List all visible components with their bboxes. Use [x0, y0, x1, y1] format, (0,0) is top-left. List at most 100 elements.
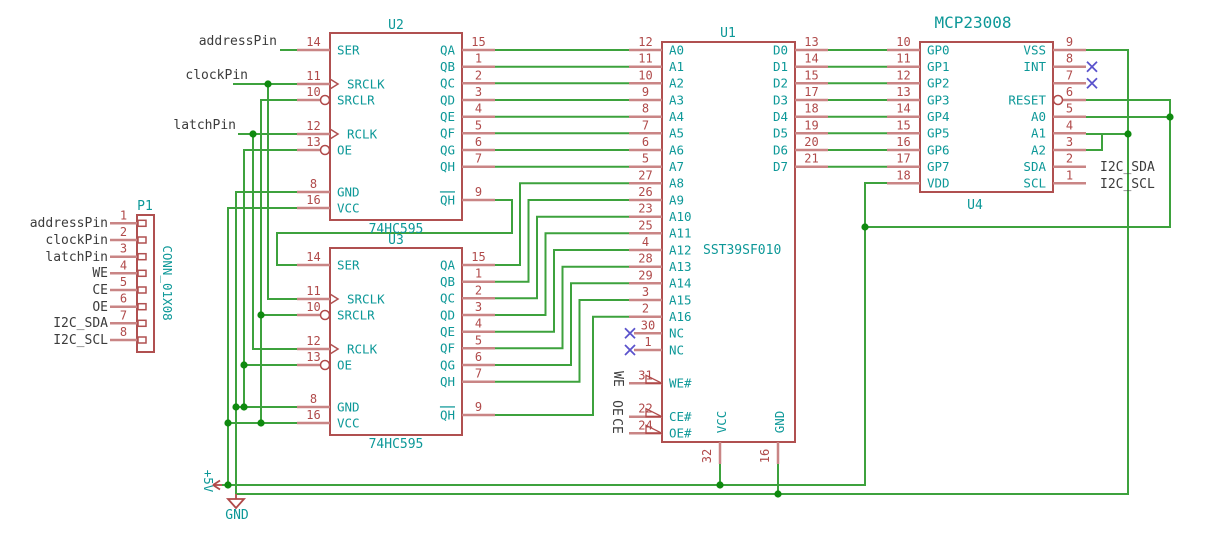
pin-QC: 2QC	[440, 68, 495, 91]
pin-name: A2	[1031, 142, 1046, 157]
pin-number: 13	[306, 135, 320, 149]
component-U1[interactable]: U1SST39SF01012A011A110A29A38A47A56A65A72…	[629, 26, 828, 464]
wire[interactable]	[495, 282, 629, 366]
net-label-I2C_SCL[interactable]: I2C_SCL	[53, 333, 108, 348]
wire[interactable]	[1086, 133, 1103, 151]
input-low-mark	[645, 424, 663, 434]
net-label-I2C_SDA[interactable]: I2C_SDA	[1100, 160, 1155, 175]
wire[interactable]	[227, 207, 297, 485]
net-label-latchPin[interactable]: latchPin	[45, 250, 108, 265]
pin-name: A1	[669, 59, 684, 74]
wire[interactable]	[267, 84, 297, 300]
pin-name: QE	[440, 109, 455, 124]
pin-number: 27	[638, 168, 652, 182]
junctions-layer	[224, 80, 1174, 498]
net-label-WE[interactable]: WE	[92, 266, 108, 281]
pin-number: 10	[306, 85, 320, 99]
pin-A1: 4A1	[1031, 118, 1086, 141]
wire[interactable]	[252, 134, 297, 350]
pin-QC: 2QC	[440, 283, 495, 306]
no-connect-x	[1086, 77, 1098, 89]
wire[interactable]	[235, 191, 297, 494]
pin-name: A4	[669, 109, 684, 124]
net-label-clockPin[interactable]: clockPin	[45, 233, 108, 248]
wire[interactable]	[495, 215, 629, 300]
gnd-label: GND	[225, 508, 249, 523]
pin-QB: 1QB	[440, 52, 495, 74]
no-connect-x	[1086, 61, 1098, 73]
pin-number: 28	[638, 252, 652, 266]
pin-A7: 5A7	[629, 152, 684, 174]
pin-number: 11	[306, 284, 320, 298]
wire[interactable]	[495, 265, 629, 350]
pin-name: VCC	[337, 415, 360, 430]
connector-pad-tick	[137, 219, 147, 228]
input-low-mark	[645, 407, 663, 418]
wire[interactable]	[495, 299, 629, 383]
net-label-clockPin[interactable]: clockPin	[185, 68, 248, 83]
pin-number: 16	[896, 135, 910, 149]
pin-name: A0	[669, 42, 684, 57]
pin-number: 8	[310, 177, 317, 191]
rotated-label-+5V: +5V	[201, 470, 216, 493]
pin-name: D0	[773, 42, 788, 57]
net-label-CE[interactable]: CE	[92, 283, 108, 298]
ground-symbol: GND	[225, 494, 249, 523]
component-U3[interactable]: U374HC59514SER11SRCLK10SRCLR12RCLK13OE8G…	[297, 233, 495, 452]
pin-number: 4	[475, 102, 482, 116]
net-label-addressPin[interactable]: addressPin	[199, 34, 277, 49]
pin-number: 10	[638, 68, 652, 82]
wire[interactable]	[495, 249, 629, 333]
component-U4[interactable]: U4MCP2300810GP011GP112GP213GP314GP415GP5…	[887, 13, 1086, 213]
pin-number: 18	[896, 168, 910, 182]
wire[interactable]	[495, 232, 629, 316]
pin-name: OE#	[669, 426, 692, 441]
pin-name: SRCLK	[347, 76, 385, 91]
component-body	[136, 214, 155, 353]
wire[interactable]	[243, 149, 297, 407]
wire[interactable]	[495, 315, 629, 416]
pin-number: 13	[306, 350, 320, 364]
pin-QG: 6QG	[440, 135, 495, 157]
net-label-I2C_SDA[interactable]: I2C_SDA	[53, 316, 108, 331]
pin-QB: 1QB	[440, 267, 495, 289]
wire[interactable]	[495, 182, 629, 266]
pin-number: 6	[475, 135, 482, 149]
pin-name: VDD	[927, 176, 950, 191]
x-stroke	[1086, 61, 1098, 73]
pin-name: D7	[773, 159, 788, 174]
inverted-pin-circle	[319, 94, 331, 106]
pin-number: 1	[644, 335, 651, 349]
wire[interactable]	[236, 49, 1129, 495]
wire[interactable]	[495, 199, 629, 283]
pin-number: 8	[120, 325, 127, 339]
pin-number: 9	[642, 85, 649, 99]
net-label-I2C_SCL[interactable]: I2C_SCL	[1100, 177, 1155, 192]
net-label-latchPin[interactable]: latchPin	[173, 118, 236, 133]
component-ref: U3	[388, 233, 404, 248]
pin-name: RESET	[1008, 92, 1046, 107]
pin-name: SCL	[1023, 176, 1046, 191]
junction-dot	[232, 403, 240, 411]
rotated-label-GND: GND	[772, 411, 787, 434]
pin-name: QB	[440, 274, 455, 289]
wire[interactable]	[260, 99, 297, 423]
component-U2[interactable]: U274HC59514SER11SRCLK10SRCLR12RCLK13OE8G…	[297, 18, 495, 237]
net-label-OE[interactable]: OE	[92, 300, 108, 315]
wire[interactable]	[222, 182, 887, 486]
pin-QH: 7QH	[440, 367, 495, 389]
pin-number: 2	[642, 302, 649, 316]
pin-name: A14	[669, 276, 692, 291]
net-label-addressPin[interactable]: addressPin	[30, 216, 108, 231]
x-stroke	[624, 344, 636, 356]
wire[interactable]	[276, 199, 513, 266]
